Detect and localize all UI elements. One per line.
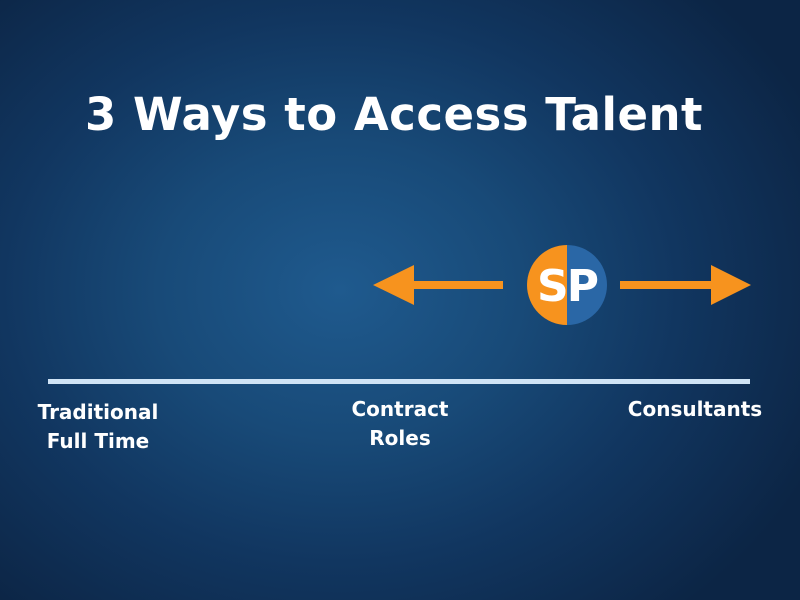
label-line: Full Time — [46, 429, 150, 453]
left-arrow — [373, 265, 503, 305]
label-consultants: Consultants — [610, 395, 780, 424]
right-arrow-shaft — [620, 281, 714, 289]
label-line: Roles — [369, 426, 431, 450]
label-line: Contract — [351, 397, 449, 421]
label-contract-roles: Contract Roles — [320, 395, 480, 453]
left-arrow-head — [373, 265, 414, 305]
label-line: Traditional — [37, 400, 159, 424]
label-traditional-full-time: Traditional Full Time — [18, 398, 178, 456]
right-arrow — [620, 265, 751, 305]
slide-title: 3 Ways to Access Talent — [84, 88, 704, 141]
spectrum-line — [48, 379, 750, 384]
sp-logo: SP — [527, 245, 607, 325]
logo-text: SP — [537, 261, 598, 312]
logo-right-half — [567, 245, 607, 325]
right-arrow-head — [711, 265, 751, 305]
left-arrow-shaft — [410, 281, 503, 289]
logo-left-half — [527, 245, 567, 325]
label-line: Consultants — [627, 397, 763, 421]
